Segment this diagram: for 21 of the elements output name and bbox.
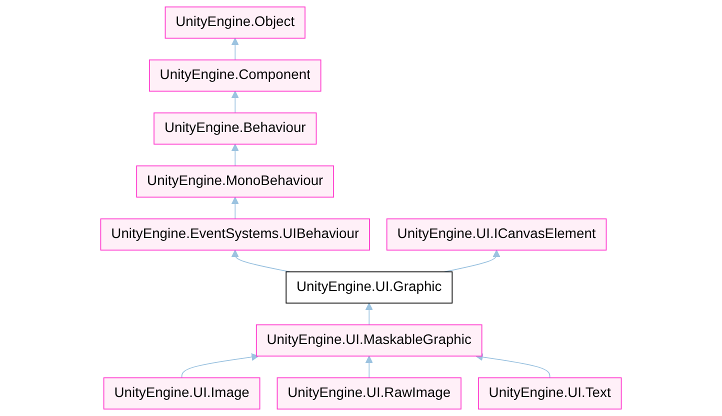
node-box: UnityEngine.Component xyxy=(148,59,322,92)
arrow xyxy=(365,302,373,326)
arrow xyxy=(444,250,500,272)
arrow xyxy=(231,196,239,220)
node-box: UnityEngine.Object xyxy=(164,6,306,39)
node-box: UnityEngine.UI.MaskableGraphic xyxy=(256,324,482,356)
arrow xyxy=(475,353,550,378)
node-box: UnityEngine.UI.Text xyxy=(478,377,622,410)
arrow xyxy=(181,353,259,378)
arrow xyxy=(231,250,290,272)
arrow xyxy=(365,356,373,378)
arrow xyxy=(231,144,239,166)
arrow xyxy=(231,90,239,114)
node-box: UnityEngine.UI.Graphic xyxy=(286,271,453,304)
node-box: UnityEngine.MonoBehaviour xyxy=(136,165,334,198)
node-box: UnityEngine.UI.Image xyxy=(103,377,260,410)
node-box: UnityEngine.UI.ICanvasElement xyxy=(386,218,607,251)
node-box: UnityEngine.Behaviour xyxy=(154,112,317,145)
node-box: UnityEngine.UI.RawImage xyxy=(276,377,462,410)
arrow xyxy=(231,38,239,60)
node-box: UnityEngine.EventSystems.UIBehaviour xyxy=(100,218,370,251)
